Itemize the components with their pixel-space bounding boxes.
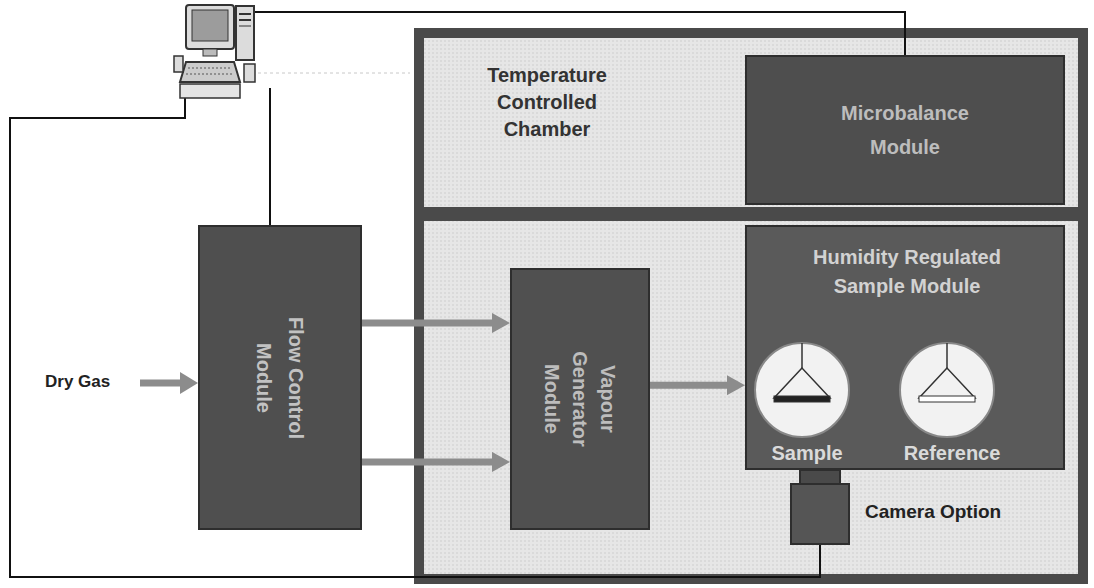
monitor-stand <box>203 49 217 56</box>
screen <box>192 10 228 41</box>
speaker <box>244 64 255 82</box>
control-wire <box>269 88 271 225</box>
hang-wire <box>801 343 803 368</box>
drive-slot <box>239 13 251 15</box>
control-wire <box>254 12 905 55</box>
gas-inlet-arrowhead <box>180 372 198 394</box>
speaker <box>174 56 183 72</box>
monitor <box>186 5 234 49</box>
computer-icon <box>174 5 255 98</box>
node-label: Microbalance Module <box>820 96 990 164</box>
chamber-divider <box>414 207 1088 221</box>
gas-inlet-arrow <box>140 380 182 387</box>
chamber-housing <box>419 33 1083 579</box>
node-label: Camera Option <box>865 500 1001 525</box>
flow-control-box: Flow Control Module <box>198 225 362 530</box>
reference-pan: Reference <box>887 342 1017 476</box>
camera-drawing <box>790 470 850 546</box>
faint-wire <box>258 73 410 74</box>
node-label: Temperature Controlled Chamber <box>472 62 622 143</box>
vapour-generator-box: Vapour Generator Module <box>510 268 650 530</box>
pan-window <box>900 343 994 437</box>
sample-pan: Sample <box>747 342 867 476</box>
balance-pan-drawing <box>747 342 857 438</box>
inlet-label: Dry Gas <box>45 372 110 392</box>
node-label: Flow Control Module <box>248 303 312 453</box>
empty-pan-plate <box>919 396 975 402</box>
drive-slot <box>239 26 251 27</box>
flow-arrow <box>362 320 496 327</box>
microbalance-box: Microbalance Module <box>745 55 1065 205</box>
node-label: Vapour Generator Module <box>538 340 622 458</box>
node-label: Sample <box>747 440 867 466</box>
camera-box: Camera Option <box>790 470 1040 550</box>
chamber-frame: Microbalance ModuleVapour Generator Modu… <box>414 28 1088 584</box>
hang-wire <box>946 343 948 368</box>
pan-wires <box>774 368 830 398</box>
pan-window <box>755 343 849 437</box>
keyboard-keys <box>188 68 232 69</box>
node-label: Humidity Regulated Sample Module <box>797 243 1017 301</box>
tower <box>236 6 254 60</box>
sample-pan-plate <box>774 396 830 402</box>
sample-module-box: Sample Reference Humidity Regulated Sample… <box>745 225 1065 470</box>
keyboard-keys <box>186 74 234 75</box>
keyboard <box>180 62 240 82</box>
pan-wires <box>919 368 975 398</box>
computer-base <box>180 84 240 98</box>
flow-arrow <box>650 382 731 389</box>
flow-arrow <box>362 458 496 465</box>
control-wire <box>10 98 820 577</box>
balance-pan-drawing <box>887 342 1007 438</box>
camera-body <box>791 484 849 544</box>
node-label: Reference <box>887 440 1017 466</box>
drive-slot <box>239 19 251 21</box>
